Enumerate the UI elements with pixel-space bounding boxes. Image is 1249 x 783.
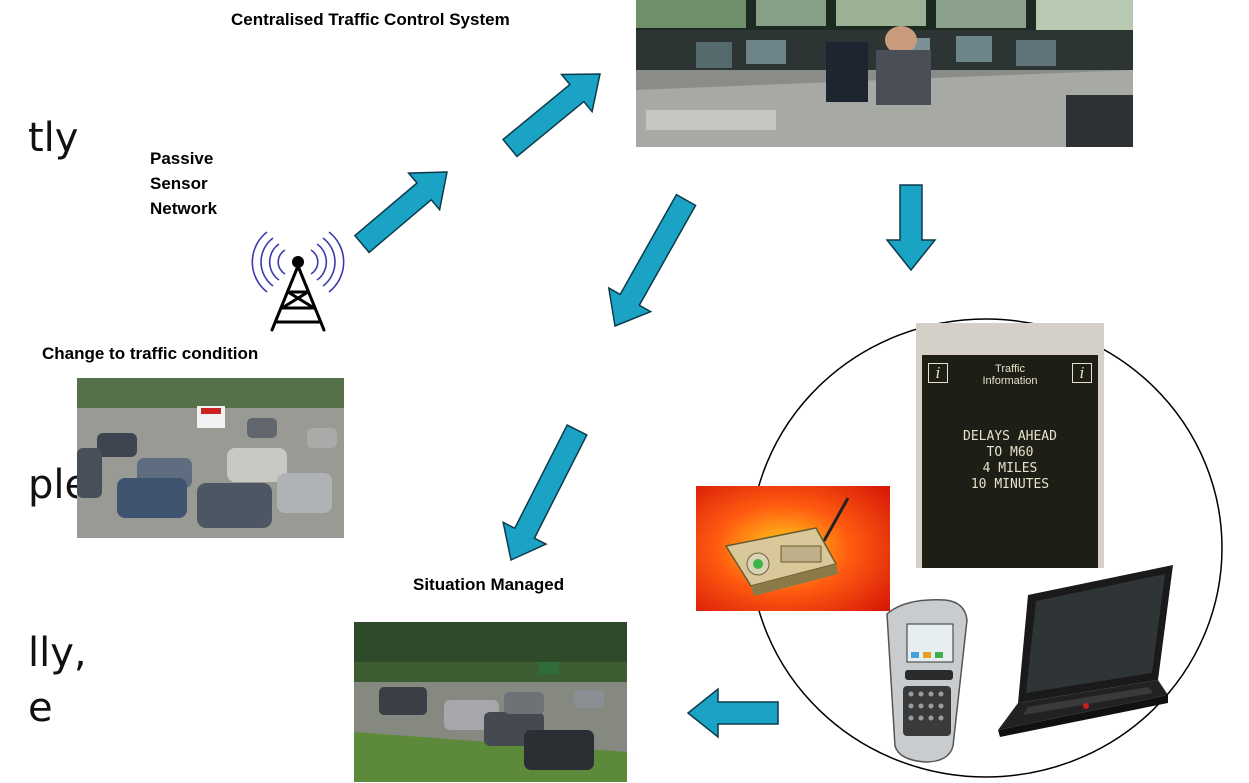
arrow-control-to-devices — [885, 184, 937, 272]
info-glyph-left: i — [928, 363, 948, 383]
passive-label-line-1: Passive — [150, 149, 214, 168]
arrow-control-to-change — [607, 193, 697, 328]
sign-message: DELAYS AHEAD TO M60 4 MILES 10 MINUTES — [922, 429, 1098, 493]
antenna-icon — [251, 231, 345, 332]
highway-photo — [354, 622, 627, 782]
laptop-icon — [998, 565, 1173, 737]
sign-message-line-4: 10 MINUTES — [970, 477, 1050, 492]
body-fragment-3: lly, — [28, 630, 87, 676]
traffic-jam-photo — [77, 378, 344, 538]
arrow-sensor-to-control-2 — [501, 73, 601, 158]
sign-header: Traffic Information — [922, 363, 1098, 387]
sign-header-line-1: Traffic — [995, 363, 1025, 375]
radio-icon — [696, 486, 890, 611]
sign-board: i i Traffic Information DELAYS AHEAD TO … — [922, 355, 1098, 568]
phone-icon — [886, 599, 968, 763]
sign-header-line-2: Information — [982, 375, 1038, 387]
body-fragment-4: e — [28, 685, 53, 731]
sign-message-line-2: TO M60 — [986, 445, 1034, 460]
passive-label-line-3: Network — [150, 199, 218, 218]
passive-label-line-2: Sensor — [150, 174, 208, 193]
arrow-devices-to-managed — [686, 687, 779, 739]
radio-photo — [696, 486, 890, 611]
passive-sensor-label: Passive Sensor Network — [150, 146, 217, 221]
sign-message-line-3: 4 MILES — [982, 461, 1038, 476]
arrow-to-situation-managed — [502, 424, 588, 562]
control-room-photo — [636, 0, 1133, 147]
control-system-label: Centralised Traffic Control System — [231, 10, 510, 29]
body-fragment-1: tly — [28, 115, 79, 161]
arrow-icon — [353, 73, 937, 739]
change-condition-label: Change to traffic condition — [42, 344, 259, 363]
traffic-info-sign-photo: i i Traffic Information DELAYS AHEAD TO … — [916, 323, 1104, 568]
arrow-sensor-to-control-1 — [353, 171, 448, 254]
sign-message-line-1: DELAYS AHEAD — [963, 429, 1057, 444]
situation-managed-label: Situation Managed — [413, 575, 565, 594]
info-glyph-right: i — [1072, 363, 1092, 383]
